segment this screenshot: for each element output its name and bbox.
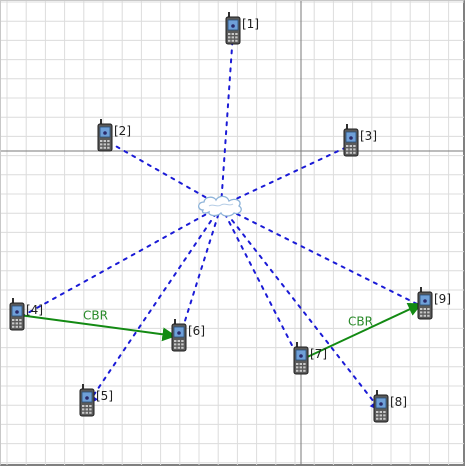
wireless-link-4 <box>16 205 222 320</box>
node-6[interactable]: [6] <box>171 319 205 352</box>
node-label: [6] <box>188 324 205 338</box>
wireless-link-2 <box>104 139 222 207</box>
mobile-phone-icon[interactable] <box>79 384 95 417</box>
wireless-link-1 <box>220 32 234 207</box>
mobile-phone-icon[interactable] <box>97 119 113 152</box>
node-label: [9] <box>434 292 451 306</box>
wireless-link-6 <box>178 205 222 341</box>
wireless-link-3 <box>220 144 352 207</box>
node-label: [5] <box>96 389 113 403</box>
node-3[interactable]: [3] <box>343 124 377 157</box>
mobile-phone-icon[interactable] <box>9 298 25 331</box>
node-4[interactable]: [4] <box>9 298 43 331</box>
node-label: [2] <box>114 124 131 138</box>
wireless-hub[interactable] <box>197 195 242 217</box>
wireless-link-5 <box>86 205 222 406</box>
mobile-nodes: [1] [2] [3] [4] [5] [6] [7] [8] [9] <box>9 12 451 423</box>
cbr-link-4-6[interactable] <box>18 314 177 342</box>
node-5[interactable]: [5] <box>79 384 113 417</box>
node-label: [1] <box>242 17 259 31</box>
node-2[interactable]: [2] <box>97 119 131 152</box>
wireless-link-9 <box>220 205 426 309</box>
node-1[interactable]: [1] <box>225 12 259 45</box>
node-label: [8] <box>390 395 407 409</box>
mobile-phone-icon[interactable] <box>417 287 433 320</box>
wireless-link-8 <box>220 205 382 412</box>
cbr-link-7-9[interactable] <box>302 302 423 360</box>
mobile-phone-icon[interactable] <box>373 390 389 423</box>
mobile-phone-icon[interactable] <box>293 342 309 375</box>
wireless-links <box>16 32 426 412</box>
node-label: [4] <box>26 303 43 317</box>
cbr-link-label: CBR <box>348 315 373 329</box>
mobile-phone-icon[interactable] <box>343 124 359 157</box>
cbr-link-label: CBR <box>83 309 108 323</box>
node-label: [7] <box>310 347 327 361</box>
node-8[interactable]: [8] <box>373 390 407 423</box>
mobile-phone-icon[interactable] <box>225 12 241 45</box>
node-9[interactable]: [9] <box>417 287 451 320</box>
wireless-link-7 <box>220 205 302 364</box>
mobile-phone-icon[interactable] <box>171 319 187 352</box>
node-7[interactable]: [7] <box>293 342 327 375</box>
cloud-icon[interactable] <box>197 195 242 217</box>
traffic-links: CBR CBR <box>18 302 423 360</box>
node-label: [3] <box>360 129 377 143</box>
